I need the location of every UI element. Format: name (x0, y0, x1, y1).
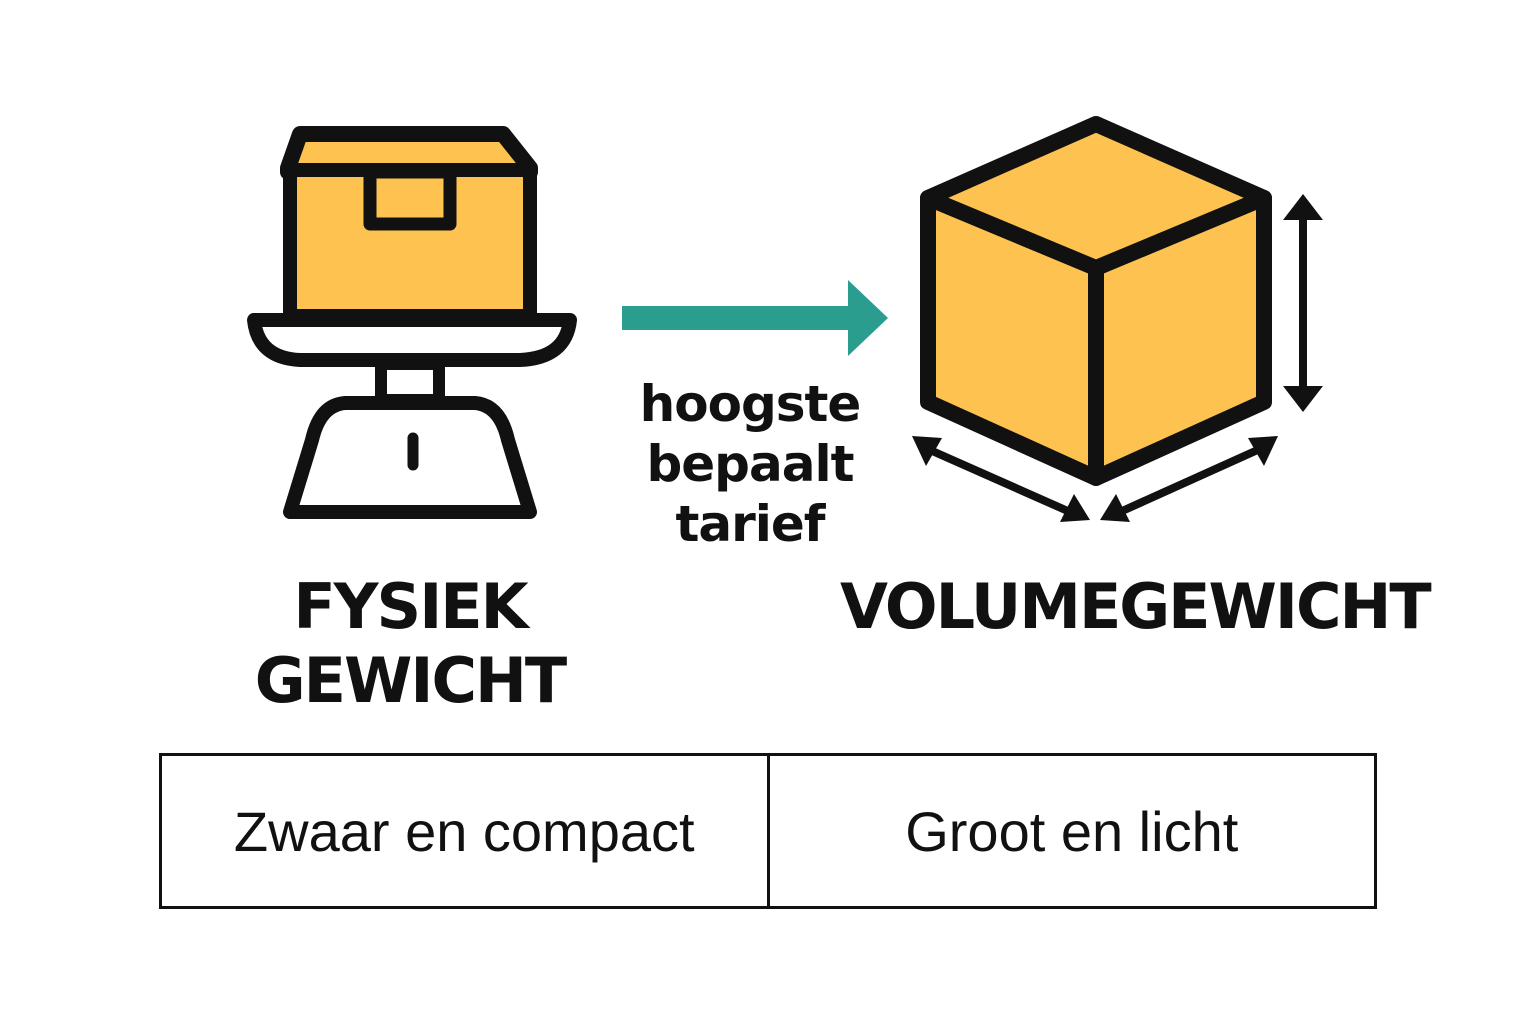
rate-rule-line-2: bepaalt (646, 435, 854, 493)
table-cell-heavy-compact: Zwaar en compact (233, 799, 695, 863)
rate-rule-line-1: hoogste (639, 375, 862, 433)
rate-rule-line-3: tarief (675, 495, 825, 553)
arrow-right-icon (622, 280, 888, 356)
physical-weight-label: FYSIEK GEWICHT (230, 570, 590, 718)
height-arrow-icon (1283, 194, 1323, 412)
volume-weight-label: VOLUMEGEWICHT (840, 570, 1432, 643)
package-on-scale-icon (247, 126, 577, 519)
physical-weight-line-1: FYSIEK (293, 570, 528, 643)
physical-weight-line-2: GEWICHT (254, 644, 567, 717)
table-cell-large-light: Groot en licht (766, 756, 1375, 906)
width-arrow-icon (1100, 436, 1278, 522)
comparison-table: Zwaar en compact Groot en licht (159, 753, 1377, 909)
rate-rule-text: hoogste bepaalt tarief (620, 374, 880, 554)
length-arrow-icon (912, 436, 1090, 522)
cube-dimensions-icon (912, 116, 1323, 522)
